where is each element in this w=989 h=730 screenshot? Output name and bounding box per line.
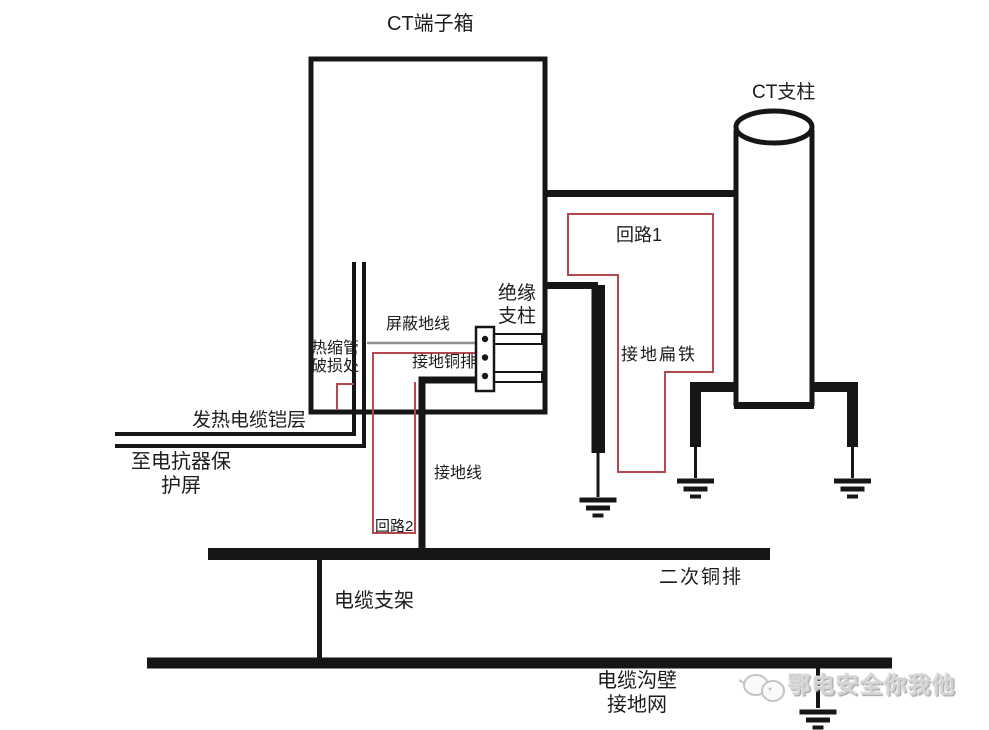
trench-wall-grid-label: 电缆沟壁 接地网 (589, 669, 685, 717)
to-reactor-label-line2: 护屏 (161, 475, 201, 497)
grounding-flat-iron-bar (591, 285, 605, 453)
ground-wire-label: 接地线 (434, 465, 483, 482)
flat-iron-ground-symbol (580, 500, 617, 516)
ct-terminal-box-label: CT端子箱 (387, 13, 474, 35)
mascot-logo-icon (738, 674, 785, 702)
terminal-strip-screw-1 (481, 335, 489, 343)
copper-bar-hatch-bottom (493, 371, 543, 383)
heat-shrink-damage-label-line1: 热缩管 (311, 340, 360, 357)
insulation-pillar-label-line1: 绝缘 (498, 283, 537, 304)
insulation-pillar-label: 绝缘 支柱 (498, 282, 536, 328)
loop1-label: 回路1 (616, 225, 663, 245)
copper-bar-hatch-top (493, 333, 543, 345)
loop2-label: 回路2 (375, 518, 414, 535)
trench-ground-symbol (800, 712, 837, 728)
ct-pillar-top-ellipse (733, 108, 815, 146)
pillar-left-ground-symbol (677, 481, 714, 497)
ct-pillar-label: CT支柱 (752, 82, 816, 103)
to-reactor-label-line1: 至电抗器保 (131, 451, 231, 473)
loop2-path (372, 352, 476, 534)
cable-bracket-label: 电缆支架 (334, 590, 414, 612)
grounding-copper-bar-label: 接地铜排 (412, 354, 477, 371)
heating-cable-armor-label: 发热电缆铠层 (192, 410, 307, 431)
heating-cable-inner-line (115, 262, 366, 448)
terminal-strip-screw-2 (481, 354, 489, 361)
heat-shrink-damage-label-line2: 破损处 (311, 358, 360, 375)
terminal-strip-screw-3 (481, 372, 489, 380)
watermark-text: 鄂电安全你我他 (788, 672, 956, 698)
trench-wall-grid-label-line2: 接地网 (607, 694, 667, 716)
secondary-copper-bar-label: 二次铜排 (659, 567, 744, 588)
loop1-path (567, 213, 714, 473)
grounding-flat-iron-label: 接地扁铁 (621, 345, 697, 364)
trench-wall-grid-label-line1: 电缆沟壁 (597, 670, 677, 692)
heating-cable-outer-line (115, 262, 356, 436)
to-reactor-label: 至电抗器保 护屏 (127, 450, 235, 498)
heat-shrink-damage-label: 热缩管 破损处 (311, 340, 359, 376)
fault-point-link-path (336, 383, 354, 410)
terminal-strip (474, 325, 496, 393)
ct-terminal-box-outline (308, 56, 548, 415)
ground-wire-elbow (418, 376, 476, 553)
insulation-pillar-label-line2: 支柱 (498, 306, 537, 327)
shield-ground-wire-label: 屏蔽地线 (386, 316, 451, 333)
pillar-right-ground-symbol (834, 481, 871, 497)
